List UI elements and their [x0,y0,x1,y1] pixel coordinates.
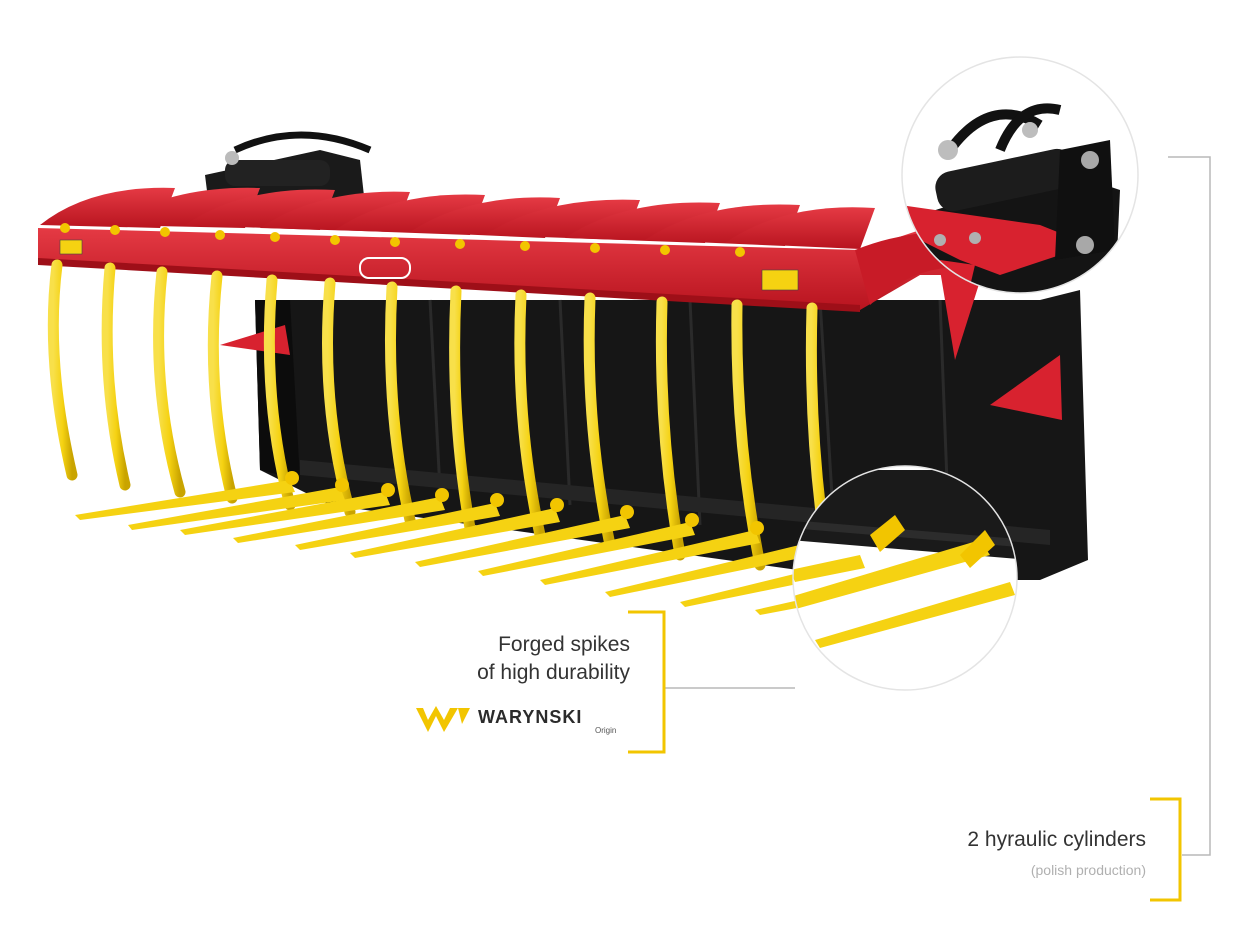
curved-tines [47,259,836,581]
brand-name: WARYNSKI [478,707,583,727]
forged-spikes-title-2: of high durability [477,661,630,684]
red-frame [38,187,1062,420]
hydraulic-cylinders-sub: (polish production) [1030,862,1146,878]
forged-spikes-label: Forged spikes of high durability [380,631,630,687]
waryński-logo-icon [416,706,470,732]
warning-sticker-icon [761,269,799,291]
warning-sticker-icon [59,239,83,255]
annotation-leaders [628,156,1211,902]
spike-brackets [285,471,764,535]
brand-sub: Origin [595,726,617,735]
forged-spikes-title-1: Forged spikes [498,633,630,656]
hydraulic-cylinders-label: 2 hyraulic cylinders [967,828,1146,851]
waryński-brand: WARYNSKI Origin [414,702,634,742]
detail-circle-spikes [792,465,1018,691]
brand-logo-icon [359,257,411,279]
